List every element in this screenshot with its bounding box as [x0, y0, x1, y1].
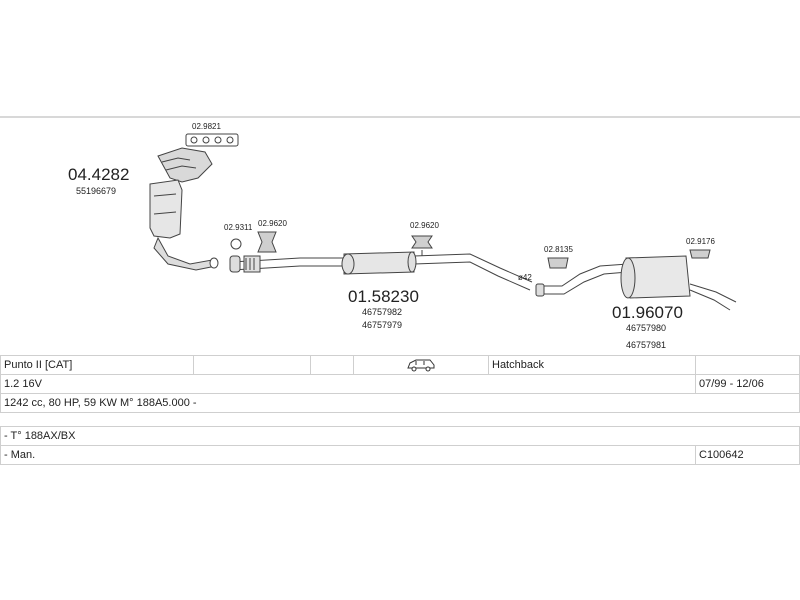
spec-row-details: 1242 cc, 80 HP, 59 KW M° 188A5.000 -: [0, 393, 800, 413]
engine-cell: 1.2 16V: [0, 374, 696, 394]
manifold-gasket[interactable]: [185, 133, 239, 147]
spec-row-model: Punto II [CAT] Hatchback: [0, 355, 800, 375]
hanger-code: 02.9620: [410, 221, 439, 230]
rubber-hanger-2[interactable]: [411, 235, 433, 249]
rear-silencer-oem-1: 46757980: [626, 323, 666, 333]
catalyst-code: 04.4282: [68, 165, 129, 184]
manifold-gasket-code: 02.9821: [192, 122, 221, 131]
hanger-2-code: 02.8135: [544, 245, 573, 254]
body-type-cell: Hatchback: [488, 355, 696, 375]
rubber-hanger-4[interactable]: [689, 249, 711, 259]
empty-cell: [310, 355, 354, 375]
rubber-hanger-1[interactable]: [257, 231, 277, 253]
front-pipe[interactable]: [229, 250, 533, 291]
empty-cell: [193, 355, 311, 375]
front-pipe-oem-2: 46757979: [362, 320, 402, 330]
spec-row-transmission: - Man. C100642: [0, 445, 800, 465]
gap-cell: [0, 412, 800, 427]
model-cell: Punto II [CAT]: [0, 355, 194, 375]
spec-row-engine: 1.2 16V 07/99 - 12/06: [0, 374, 800, 394]
spec-row-type: - T° 188AX/BX: [0, 426, 800, 446]
top-border: [0, 116, 800, 118]
rear-silencer-code: 01.96070: [612, 303, 683, 322]
diameter-code: ø42: [518, 273, 532, 282]
type-code-cell: - T° 188AX/BX: [0, 426, 800, 446]
catalytic-converter[interactable]: [149, 147, 219, 271]
empty-cell: [695, 355, 800, 375]
catalog-code-cell: C100642: [695, 445, 800, 465]
ring-seal-code: 02.9311: [224, 223, 253, 232]
rear-silencer-oem-2: 46757981: [626, 340, 666, 350]
transmission-cell: - Man.: [0, 445, 696, 465]
ring-seal[interactable]: [230, 238, 242, 250]
hanger-3-code: 02.9176: [686, 237, 715, 246]
car-icon: [407, 359, 435, 372]
rubber-hanger-3[interactable]: [547, 257, 569, 269]
years-cell: 07/99 - 12/06: [695, 374, 800, 394]
spec-row-gap: [0, 412, 800, 427]
exhaust-diagram: 04.4282 55196679 02.9821 02.9311 02.9620…: [68, 122, 737, 350]
front-pipe-oem-1: 46757982: [362, 307, 402, 317]
front-pipe-code: 01.58230: [348, 287, 419, 306]
rear-silencer[interactable]: [535, 255, 737, 311]
catalyst-oem: 55196679: [76, 186, 116, 196]
car-icon-cell: [353, 355, 489, 375]
details-cell: 1242 cc, 80 HP, 59 KW M° 188A5.000 -: [0, 393, 800, 413]
vehicle-spec-table: Punto II [CAT] Hatchback 1.2 16V 07/99 -…: [0, 355, 800, 465]
clamp-code: 02.9620: [258, 219, 287, 228]
